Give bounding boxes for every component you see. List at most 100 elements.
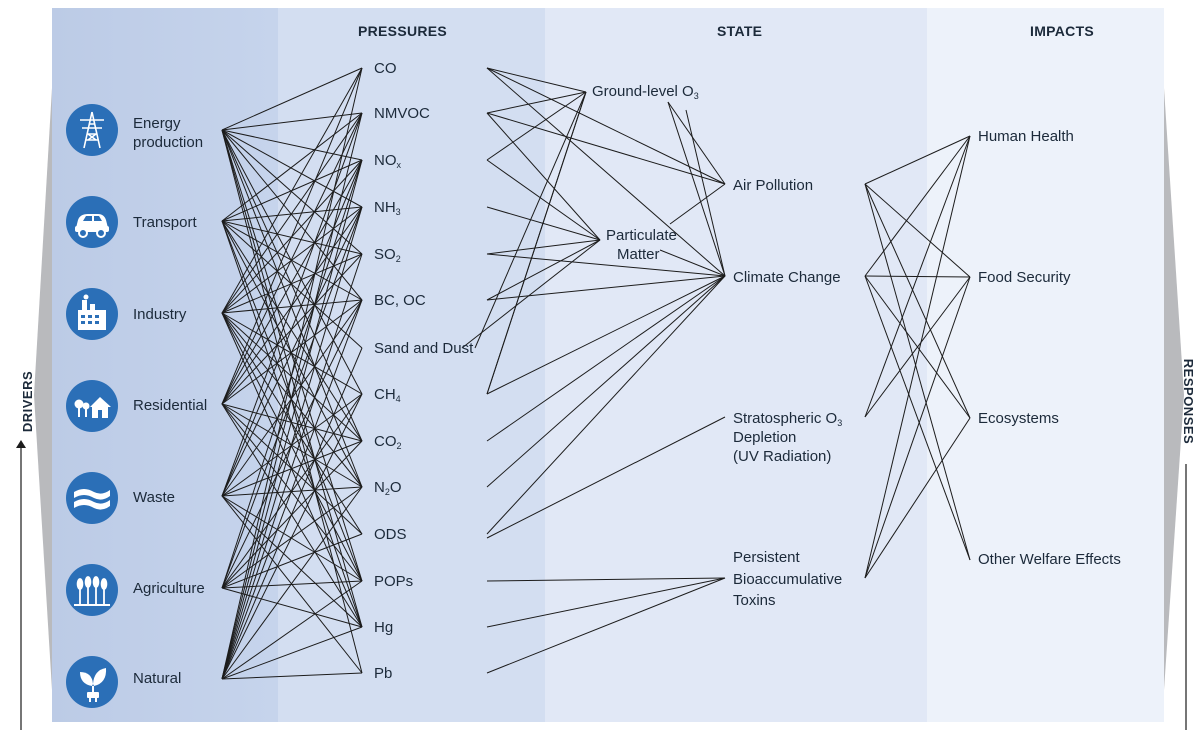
driver-pressure-line (221, 220, 363, 582)
state-impact-line (864, 276, 971, 579)
pressure-state-line (486, 67, 726, 185)
driver-label: Waste (133, 489, 175, 506)
driver-pressure-line (221, 312, 363, 442)
driver-pressure-line (221, 206, 363, 680)
driver-pressure-line (221, 112, 363, 497)
water-waste-icon (66, 472, 118, 524)
impact-label: Human Health (978, 128, 1074, 145)
driver-pressure-line (221, 206, 363, 497)
pressure-state-line (486, 577, 726, 628)
pressure-state-line (486, 275, 726, 442)
driver-pressure-line (221, 129, 363, 395)
pressure-label: NOx (374, 152, 401, 170)
pressure-state-line (486, 275, 726, 301)
driver-pressure-line (221, 67, 363, 314)
state-impact-line (864, 183, 971, 561)
strat-o3-label-line2: Depletion (733, 429, 797, 446)
state-state-line (659, 249, 726, 277)
state-impact-line (864, 275, 971, 561)
climate-change-label: Climate Change (733, 269, 841, 286)
pressure-state-line (486, 275, 726, 488)
driver-label: Residential (133, 397, 208, 414)
driver-pressure-line (221, 112, 363, 680)
pressure-state-line (486, 577, 726, 674)
factory-icon (66, 288, 118, 340)
driver-pressure-line (221, 220, 363, 255)
ground-level-o3-label: Ground-level O3 (592, 83, 699, 101)
air-pollution-label: Air Pollution (733, 177, 814, 194)
driver-pressure-line (221, 129, 363, 255)
particulate-matter-label-line2: Matter (617, 246, 660, 263)
strat-o3-label-line3: (UV Radiation) (733, 448, 832, 465)
pressure-label: CH4 (374, 386, 401, 404)
wheat-icon (66, 564, 118, 616)
driver-label: Natural (133, 670, 182, 687)
driver-pressure-line (221, 403, 363, 442)
driver-pressure-line (221, 403, 363, 582)
pressure-state-line (486, 275, 726, 395)
driver-pressure-line (221, 486, 363, 680)
drivers-arrow-head (16, 440, 26, 448)
driver-pressure-line (221, 220, 363, 349)
driver-pressure-line (221, 112, 363, 222)
drivers-gray-arrow (34, 88, 52, 690)
pressure-label: CO (374, 60, 397, 77)
state-impact-line (864, 183, 971, 419)
pressure-state-line (486, 67, 726, 277)
impact-label: Other Welfare Effects (978, 551, 1121, 568)
driver-pressure-line (221, 587, 363, 628)
strat-o3-label-line1: Stratospheric O3 (733, 410, 843, 428)
impact-label: Ecosystems (978, 410, 1059, 427)
state-state-line (669, 183, 726, 225)
state-impact-line (864, 135, 971, 579)
leaf-plug-icon (66, 656, 118, 708)
driver-pressure-line (221, 626, 363, 680)
state-state-line (667, 101, 726, 277)
driver-pressure-line (221, 580, 363, 680)
pressure-state-line (486, 91, 587, 114)
pressure-state-line (486, 239, 601, 301)
driver-pressure-line (221, 347, 363, 680)
impacts-band (927, 8, 1164, 722)
driver-pressure-line (221, 253, 363, 314)
state-impact-line (864, 417, 971, 579)
driver-pressure-line (221, 312, 363, 488)
pressure-label: CO2 (374, 433, 402, 451)
driver-pressure-line (221, 312, 363, 535)
pressure-state-line (486, 112, 726, 185)
car-icon (66, 196, 118, 248)
driver-pressure-line (221, 129, 363, 161)
driver-label: Industry (133, 306, 187, 323)
driver-pressure-line (221, 129, 363, 582)
pressure-state-line (486, 91, 587, 161)
house-tree-icon (66, 380, 118, 432)
driver-pressure-line (221, 67, 363, 131)
driver-pressure-line (221, 159, 363, 680)
driver-pressure-line (221, 129, 363, 442)
driver-pressure-line (221, 220, 363, 442)
pressure-state-line (486, 239, 601, 255)
pressure-label: Hg (374, 619, 394, 636)
driver-pressure-line (221, 129, 363, 208)
pressure-label: N2O (374, 479, 402, 497)
state-impact-line (864, 183, 971, 278)
driver-pressure-line (221, 206, 363, 314)
driver-pressure-line (221, 580, 363, 589)
driver-pressure-line (221, 299, 363, 680)
driver-pressure-line (221, 312, 363, 628)
state-impact-line (864, 135, 971, 418)
pressure-state-line (486, 206, 601, 241)
state-state-line (667, 101, 726, 185)
pressure-state-line (486, 416, 726, 539)
responses-side-label: RESPONSES (1181, 358, 1197, 445)
driver-pressure-line (221, 159, 363, 405)
pressure-label: NMVOC (374, 105, 430, 122)
pressure-state-line (486, 159, 601, 241)
driver-pressure-line (221, 299, 363, 314)
driver-pressure-line (221, 495, 363, 582)
pressure-state-line (486, 577, 726, 582)
pressure-state-line (486, 67, 587, 93)
driver-pressure-line (221, 112, 363, 131)
